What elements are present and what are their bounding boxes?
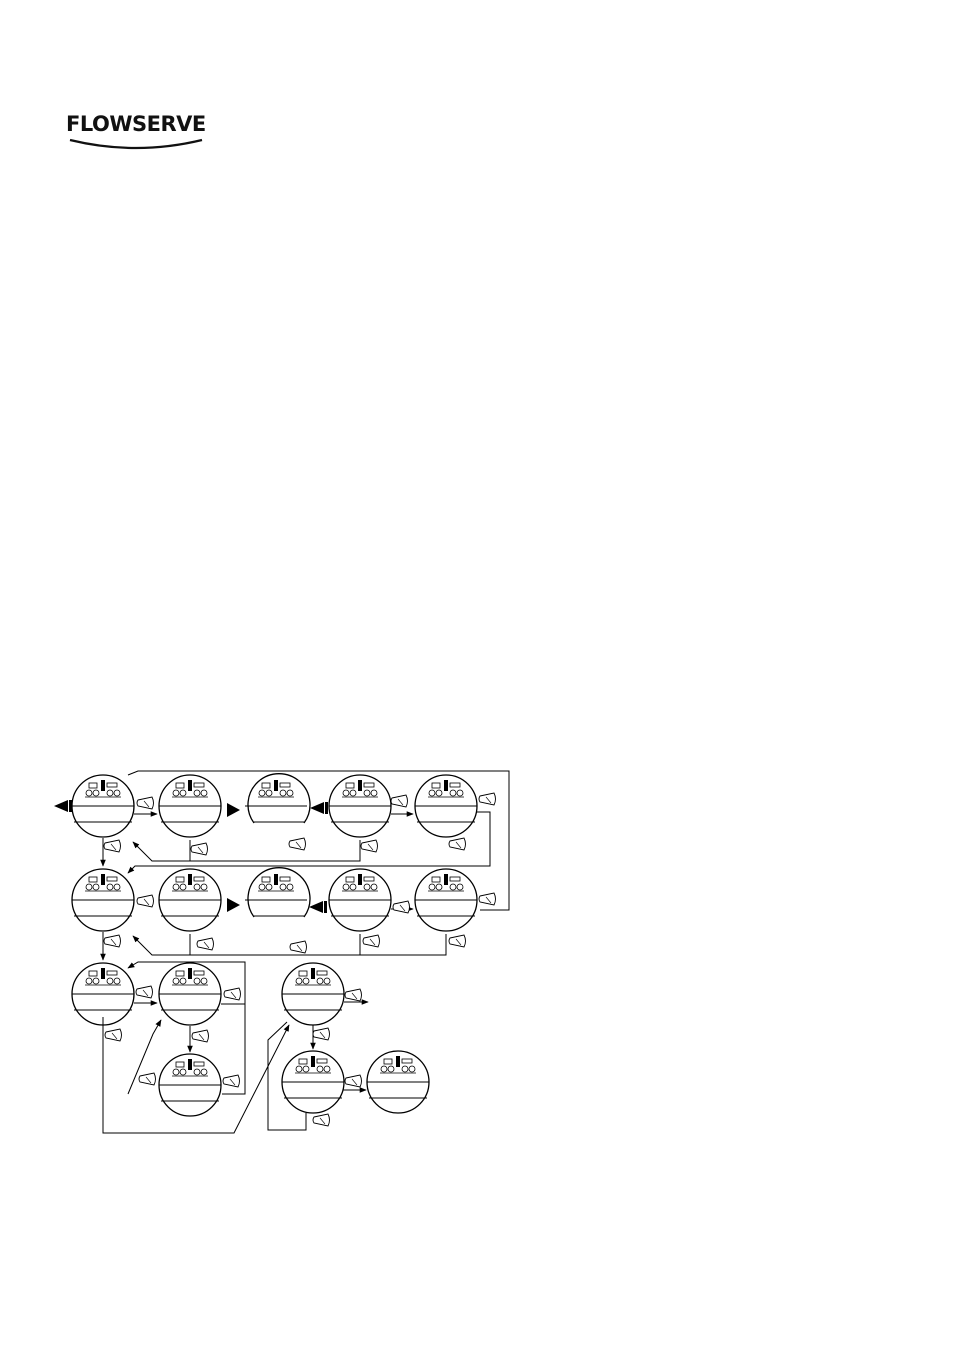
screen-r2c5	[414, 868, 478, 932]
screen-r3c2	[158, 962, 222, 1026]
logo-wordmark: FLOWSERVE	[66, 112, 206, 136]
screen-r1c2	[158, 774, 222, 838]
connectors-row2	[100, 906, 447, 961]
connectors-row3	[102, 961, 369, 1134]
screen-r1c5	[414, 774, 478, 838]
screen-r3c4	[281, 962, 345, 1026]
screen-r2c3	[245, 867, 311, 918]
flowserve-logo: FLOWSERVE	[66, 112, 206, 152]
logo-arc	[69, 138, 203, 150]
screen-r2c2	[158, 868, 222, 932]
screen-r1c4	[328, 774, 392, 838]
screen-r2c1	[71, 868, 135, 932]
screen-r4c4	[281, 1050, 345, 1114]
screen-r4c2	[158, 1053, 222, 1117]
screen-r1c1	[71, 774, 135, 838]
black-knob-right-icon	[227, 803, 240, 912]
screen-r1c3	[245, 773, 311, 824]
screen-r4c5	[366, 1050, 430, 1114]
screen-r3c1	[71, 962, 135, 1026]
connectors-row1	[100, 770, 510, 911]
screen-r2c4	[328, 868, 392, 932]
